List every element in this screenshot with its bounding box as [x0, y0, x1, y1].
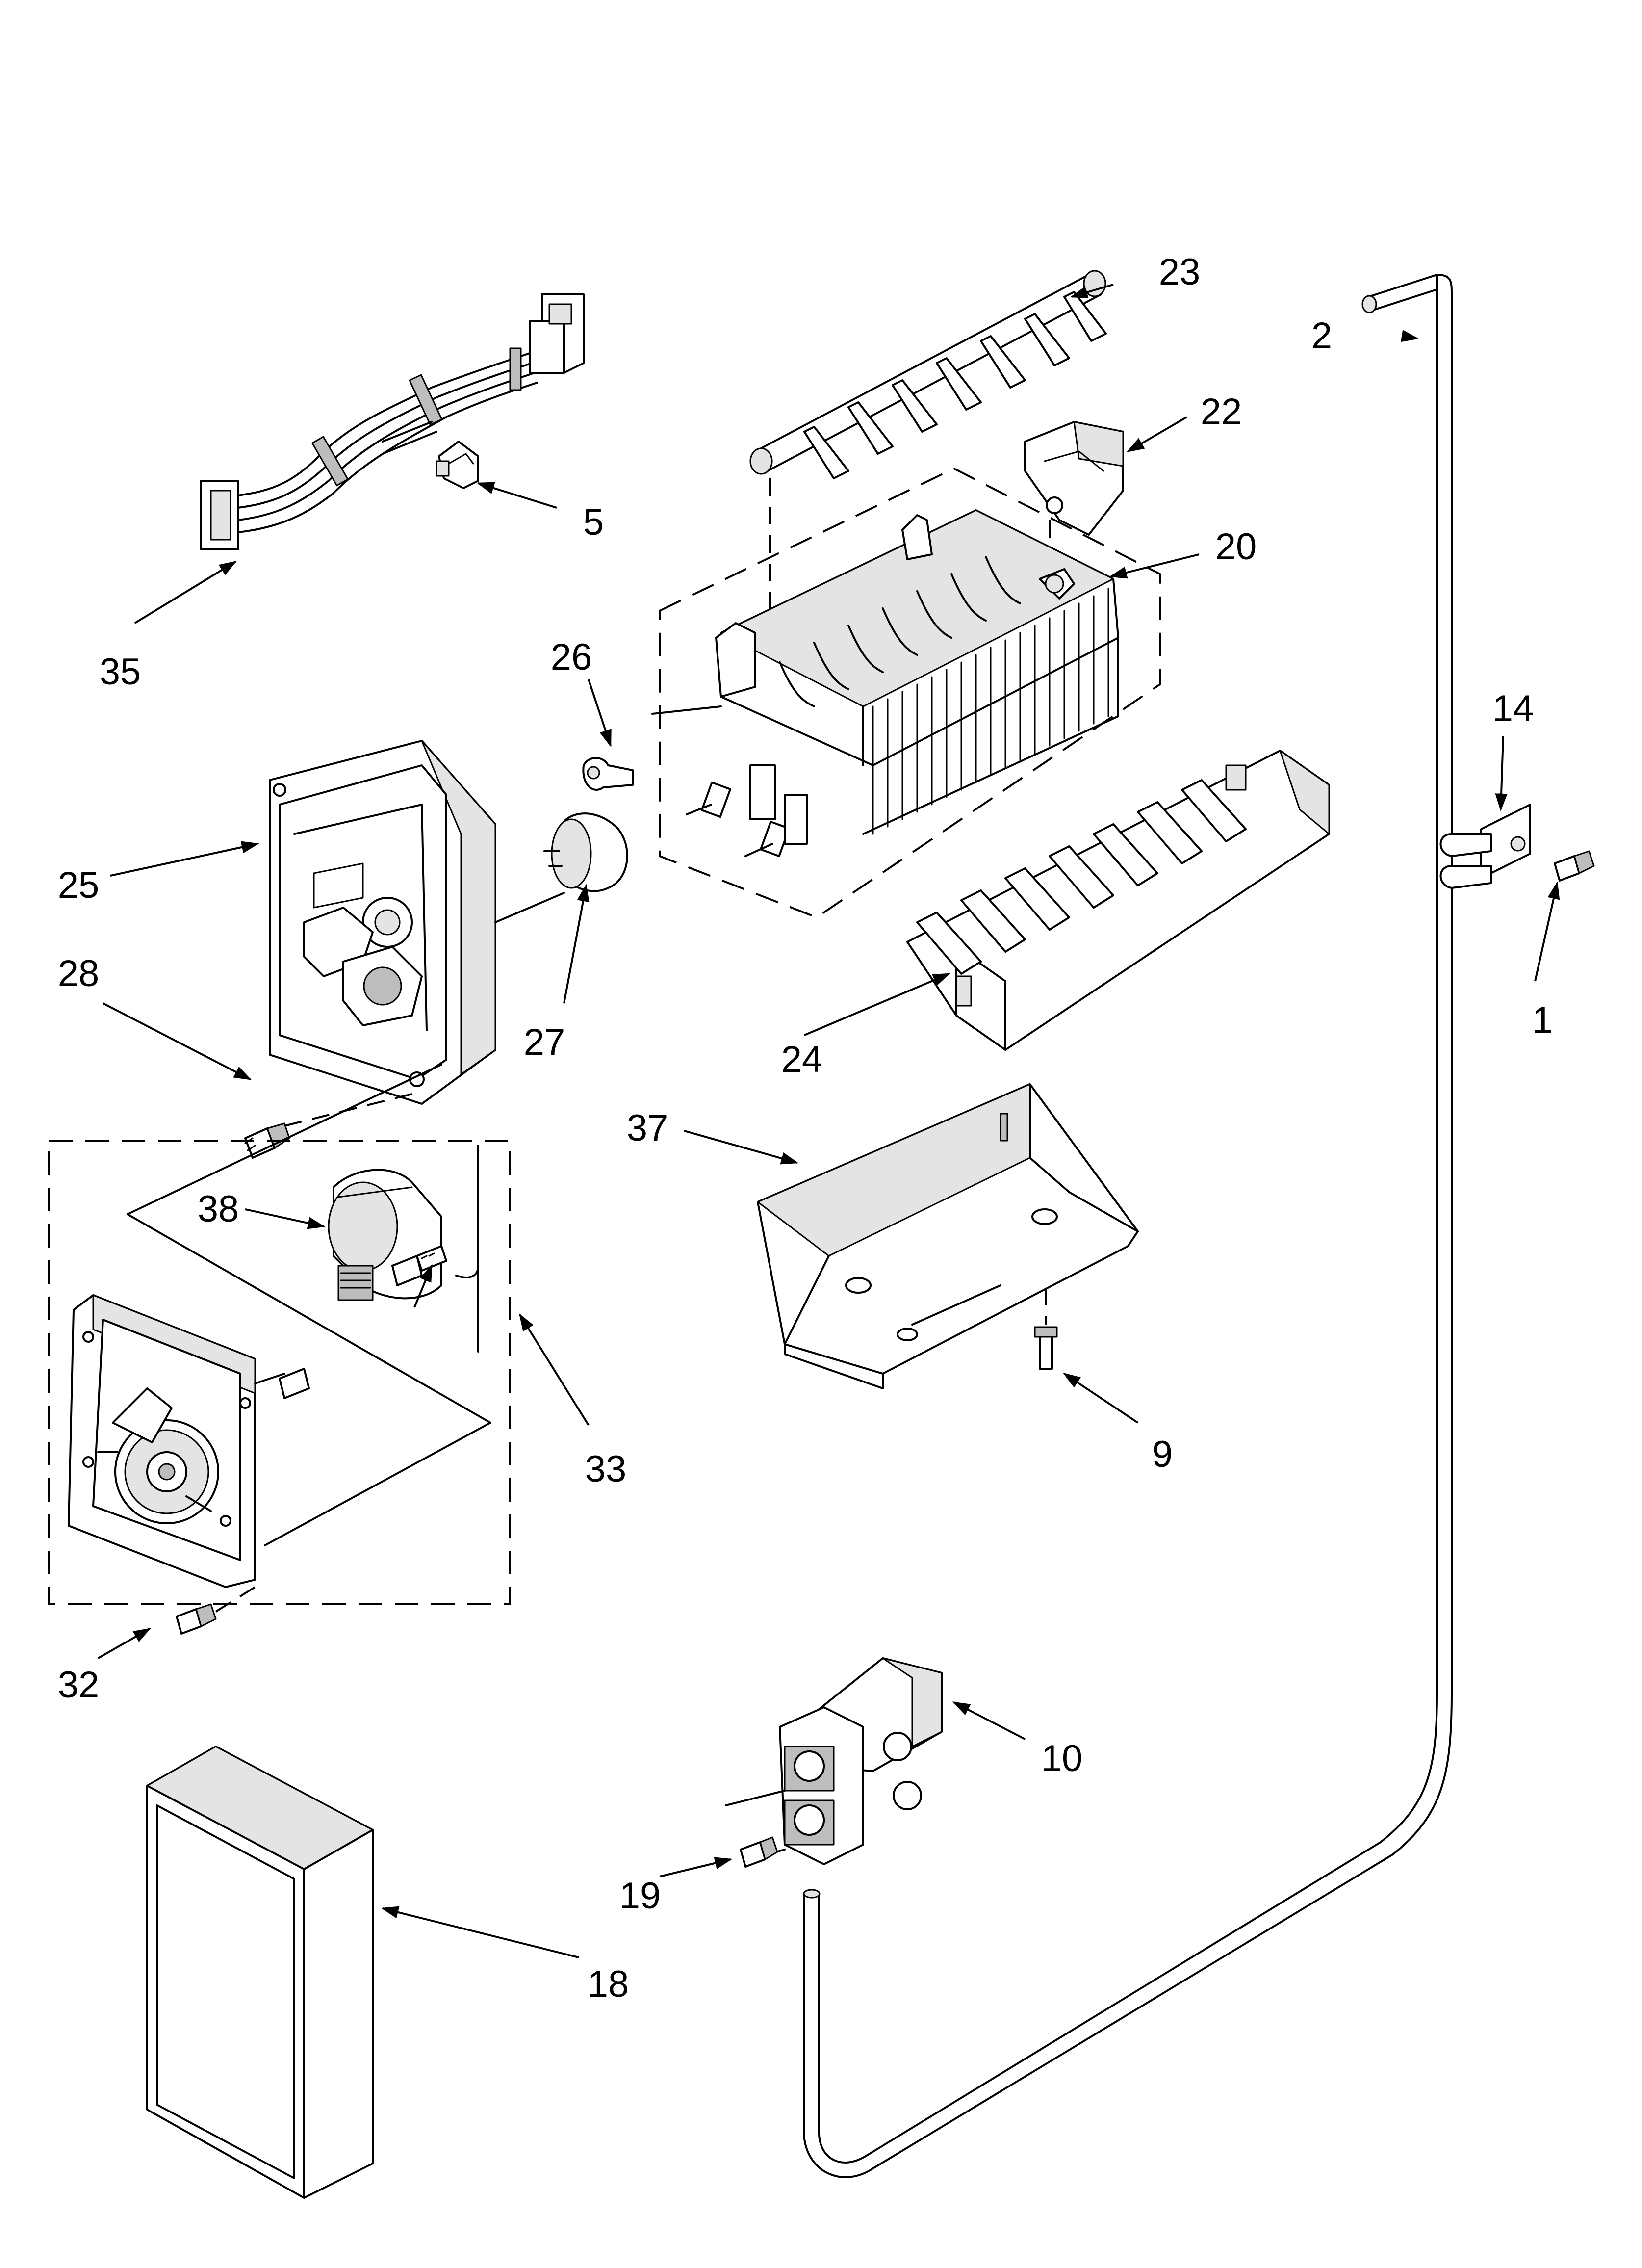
thermostat-part-27 — [543, 812, 628, 892]
callout-25: 25 — [58, 864, 100, 906]
callout-27: 27 — [524, 1021, 565, 1063]
cover-part-18 — [146, 1746, 374, 2199]
callout-19: 19 — [619, 1875, 661, 1917]
callout-leaders — [98, 284, 1560, 1958]
ice-mold-part-20 — [651, 467, 1161, 919]
plate-screw-alignment-line — [215, 1586, 256, 1613]
callout-9: 9 — [1152, 1434, 1173, 1475]
callout-30: 32 — [58, 1664, 100, 1706]
callout-5: 5 — [583, 501, 604, 543]
callout-24: 24 — [781, 1039, 823, 1080]
callout-2: 2 — [1311, 315, 1332, 357]
bracket-part-22 — [1024, 421, 1124, 536]
callout-1: 1 — [1532, 999, 1553, 1041]
stripper-part-24 — [906, 750, 1330, 1051]
callout-22: 22 — [1201, 391, 1242, 433]
callout-37: 38 — [198, 1188, 239, 1230]
clip-part-26 — [582, 757, 634, 791]
callout-14: 14 — [1492, 688, 1534, 730]
callout-labels: 23 2 22 20 5 35 26 14 25 1 28 27 24 37 3… — [58, 251, 1553, 2005]
water-valve-part-10 — [725, 1657, 943, 1865]
mold-heater-terminals — [651, 705, 808, 858]
clip-part-5 — [436, 441, 479, 489]
callout-32: 35 — [100, 651, 141, 693]
callout-35: 33 — [585, 1448, 627, 1490]
callout-28: 28 — [58, 953, 100, 994]
motor-part-37 — [328, 1169, 442, 1301]
tube-clamp-part-14 — [1439, 804, 1531, 889]
mold-fins — [862, 588, 1119, 835]
stripper-fingers — [916, 779, 1247, 975]
screw-part-30 — [176, 1603, 217, 1635]
screw-part-28 — [244, 1122, 290, 1159]
callout-10: 10 — [1041, 1738, 1083, 1779]
cover-part-33 — [757, 1083, 1139, 1389]
screw-part-1 — [1554, 850, 1595, 882]
callout-33: 37 — [627, 1107, 668, 1149]
callout-23: 23 — [1159, 251, 1201, 293]
module-kit-part-35 — [48, 1064, 511, 1605]
screw-part-19 — [740, 1836, 778, 1868]
mold-cavity-dividers — [779, 556, 1021, 707]
fill-tube-part-2 — [803, 274, 1453, 2178]
screw-part-9 — [1034, 1326, 1058, 1370]
motor-wire — [455, 1145, 479, 1353]
callout-20: 20 — [1215, 526, 1257, 568]
control-housing-part-25 — [269, 740, 565, 1105]
callout-18: 18 — [588, 1963, 629, 2005]
callout-26: 26 — [551, 636, 592, 678]
wire-harness-part-32 — [200, 293, 585, 550]
ejector-part-23 — [749, 270, 1107, 479]
